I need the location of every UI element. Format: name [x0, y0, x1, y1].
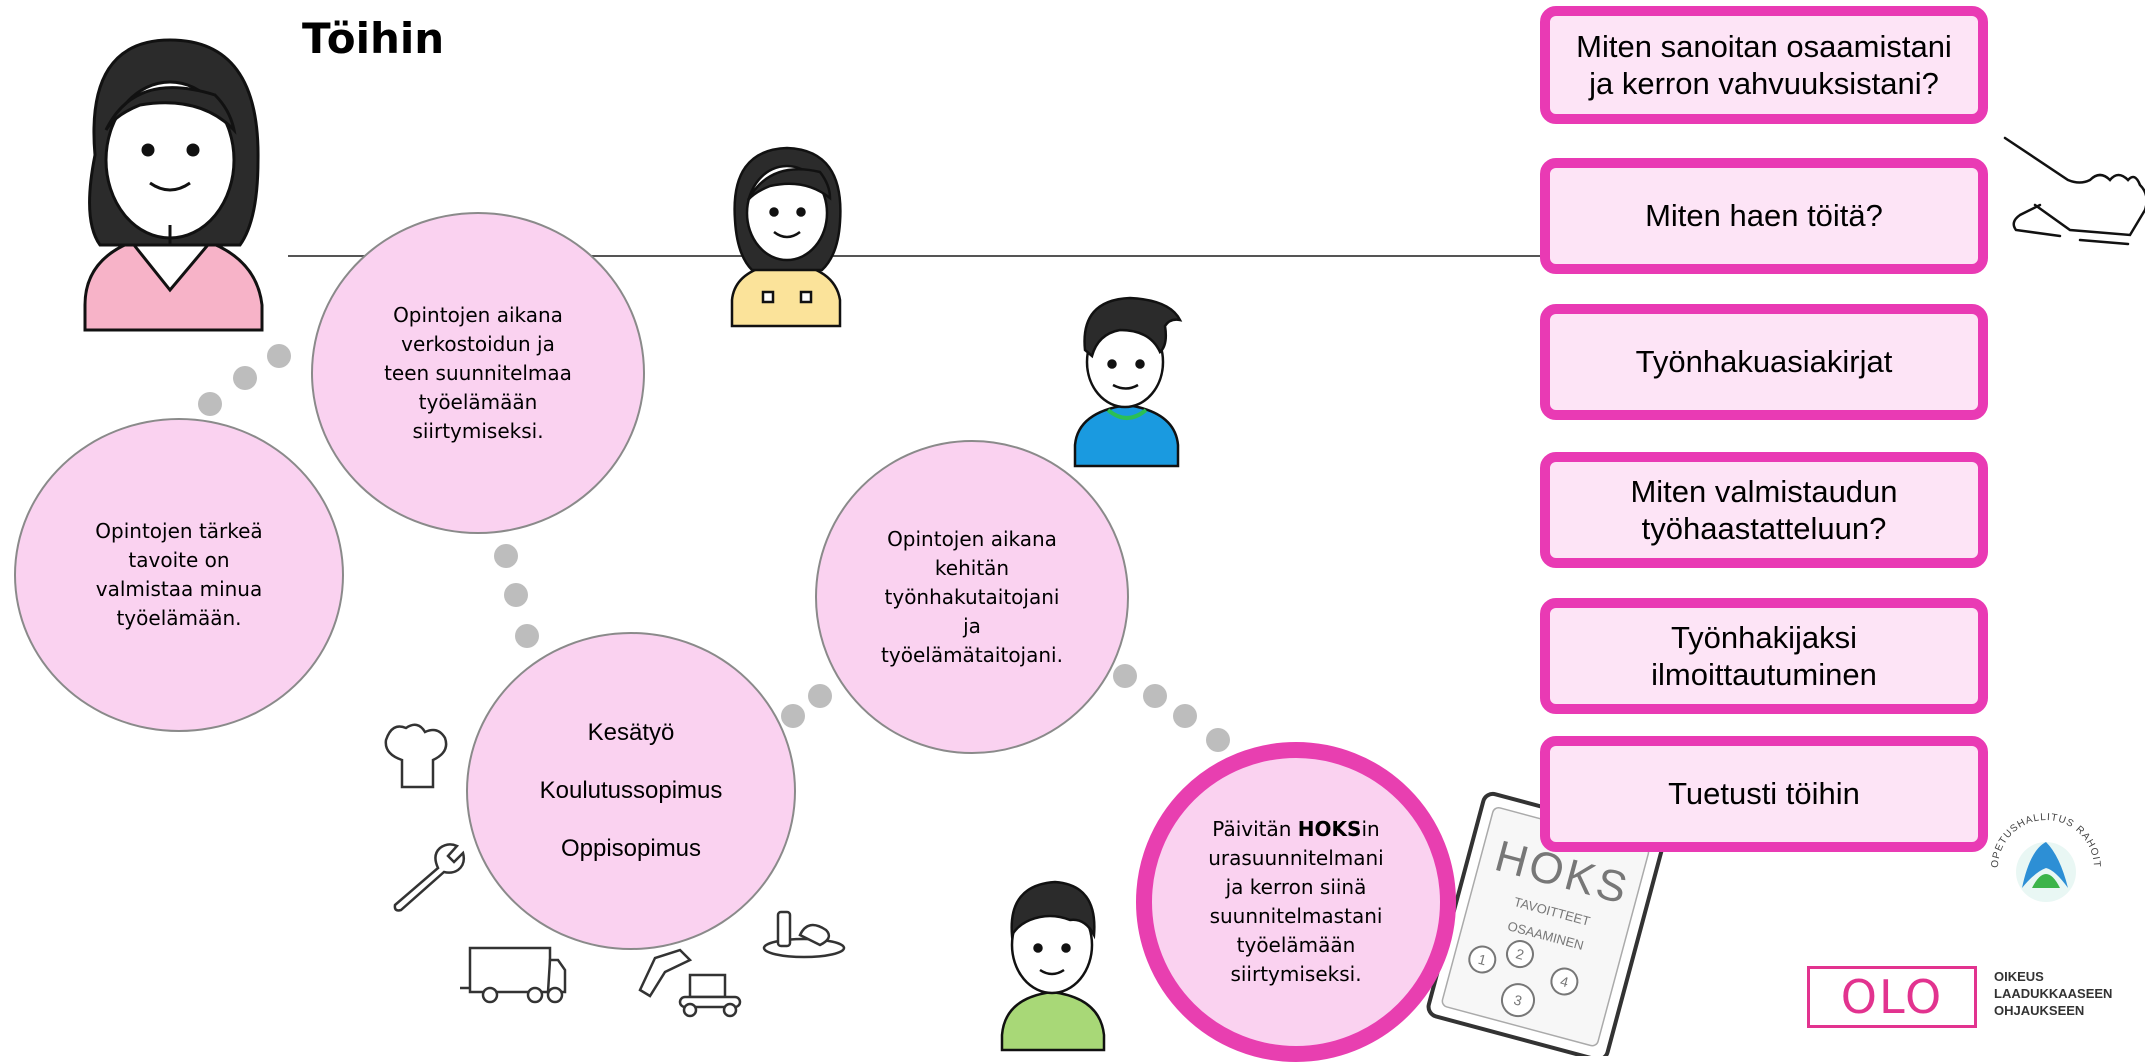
circle-network: Opintojen aikana verkostoidun ja teen su… [311, 212, 645, 534]
button-label: Miten sanoitan osaamistani [1576, 28, 1952, 64]
boy-avatar-blue [1073, 296, 1183, 468]
circle-text-line: Päivitän HOKSin [1212, 817, 1380, 841]
hoks-step-label: 4 [1559, 973, 1571, 991]
woman-avatar-large [83, 38, 264, 332]
circle-goal: Opintojen tärkeä tavoite on valmistaa mi… [14, 418, 344, 732]
circle-text-line: ja [963, 613, 981, 638]
boy-avatar-green [1000, 880, 1106, 1052]
excavator-icon [638, 948, 742, 1018]
button-label: Työnhakijaksi [1670, 619, 1858, 655]
connector-dot [1173, 704, 1197, 728]
question-button-job-search[interactable]: Miten haen töitä? [1540, 158, 1988, 274]
circle-text-line: työelämätaitojani. [881, 642, 1063, 667]
connector-dot [1206, 728, 1230, 752]
pointing-hand-icon [2003, 136, 2145, 246]
olo-logo: OLO OIKEUS LAADUKKAASEEN OHJAUKSEEN [1807, 964, 2112, 1030]
connector-dot [494, 544, 518, 568]
connector-dot [515, 624, 539, 648]
circle-skills: Opintojen aikana kehitän työnhakutaitoja… [815, 440, 1129, 754]
hoks-step-label: 1 [1476, 951, 1488, 969]
circle-text-line: teen suunnitelmaa [384, 360, 572, 385]
circle-contracts: Kesätyö Koulutussopimus Oppisopimus [466, 632, 796, 950]
wrench-icon [393, 843, 466, 912]
circle-text-line: suunnitelmastani [1209, 904, 1383, 928]
connector-dot [233, 366, 257, 390]
circle-text-line: siirtymiseksi. [412, 418, 544, 443]
circle-text-line: Opintojen aikana [393, 302, 563, 327]
logo-text-line: OHJAUKSEEN [1994, 1003, 2085, 1018]
connector-dot [781, 704, 805, 728]
circle-text-line: ja kerron siinä [1225, 875, 1367, 899]
chef-hat-icon [384, 723, 448, 789]
connector-dot [1113, 664, 1137, 688]
button-label: ilmoittautuminen [1651, 657, 1877, 692]
button-label: ja kerron vahvuuksistani? [1589, 66, 1939, 101]
circle-text-line: valmistaa minua [95, 577, 263, 601]
circle-text-line: työelämään. [116, 606, 242, 630]
circle-text-line: verkostoidun ja [401, 331, 555, 356]
hoks-step-label: 2 [1514, 945, 1526, 963]
logo-text-line: OIKEUS [1994, 969, 2044, 984]
button-label: Miten haen töitä? [1645, 198, 1883, 234]
connector-dot [267, 344, 291, 368]
button-label: työhaastatteluun? [1641, 511, 1887, 546]
circle-text-line: tavoite on [128, 548, 230, 572]
button-label: Miten valmistaudun [1630, 473, 1898, 509]
connector-dot [808, 684, 832, 708]
connector-dot [1143, 684, 1167, 708]
circle-text-line: siirtymiseksi. [1230, 962, 1362, 986]
truck-icon [460, 946, 567, 1004]
circle-text-line: urasuunnitelmani [1208, 846, 1384, 870]
contract-type: Koulutussopimus [539, 777, 723, 804]
circle-text-line: työelämään [418, 389, 538, 414]
hoks-step-label: 3 [1512, 991, 1524, 1009]
circle-text-line: Opintojen aikana [887, 526, 1057, 551]
button-label: Työnhakuasiakirjat [1635, 344, 1893, 380]
woman-avatar-small [730, 146, 842, 328]
button-label: Tuetusti töihin [1668, 776, 1860, 812]
circle-hoks: Päivitän HOKSin urasuunnitelmani ja kerr… [1136, 742, 1456, 1062]
question-button-register[interactable]: Työnhakijaksi ilmoittautuminen [1540, 598, 1988, 714]
logo-text-line: LAADUKKAASEEN [1994, 986, 2113, 1001]
food-plate-icon [762, 910, 846, 959]
connector-dot [504, 583, 528, 607]
question-button-strengths[interactable]: Miten sanoitan osaamistani ja kerron vah… [1540, 6, 1988, 124]
question-button-supported-work[interactable]: Tuetusti töihin [1540, 736, 1988, 852]
circle-text-line: työelämään [1236, 933, 1356, 957]
circle-text-line: työnhakutaitojani [884, 584, 1060, 609]
question-button-documents[interactable]: Työnhakuasiakirjat [1540, 304, 1988, 420]
contract-type: Oppisopimus [560, 835, 702, 862]
contract-type: Kesätyö [587, 719, 675, 746]
olo-logo-text: OIKEUS LAADUKKAASEEN OHJAUKSEEN [1994, 968, 2112, 1019]
circle-text-line: Opintojen tärkeä [95, 519, 263, 543]
circle-text-line: kehitän [934, 555, 1010, 580]
connector-dot [198, 392, 222, 416]
question-button-interview[interactable]: Miten valmistaudun työhaastatteluun? [1540, 452, 1988, 568]
page-title: Töihin [302, 14, 445, 63]
olo-logo-mark: OLO [1807, 966, 1977, 1028]
connector-dots [198, 344, 1230, 752]
